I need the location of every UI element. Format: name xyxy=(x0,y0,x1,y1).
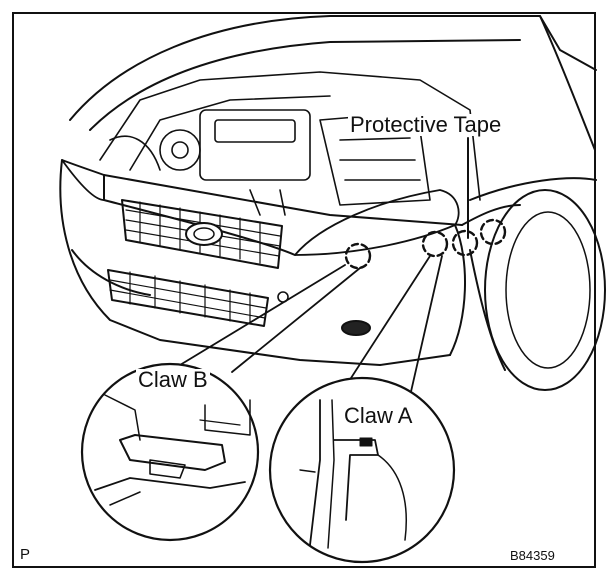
front-bumper xyxy=(59,159,466,366)
protective-tape-marker-2 xyxy=(479,218,507,246)
detail-leader-lines xyxy=(179,255,443,397)
lower-grille xyxy=(107,269,289,327)
protective-tape-label: Protective Tape xyxy=(348,112,504,137)
claw-a-label: Claw A xyxy=(342,403,415,428)
front-wheel xyxy=(461,177,606,391)
upper-grille xyxy=(121,199,283,269)
fog-lamp xyxy=(341,320,371,336)
claw-a-location-marker xyxy=(421,230,449,258)
claw-b-location-marker xyxy=(344,242,372,270)
claw-b-detail xyxy=(80,362,260,542)
protective-tape-marker-1 xyxy=(451,229,479,257)
bumper-upper-edge xyxy=(103,174,463,226)
headlamps xyxy=(61,159,460,256)
claw-location-markers xyxy=(344,218,507,270)
hood xyxy=(69,15,597,151)
engine-bay xyxy=(99,71,481,216)
corner-code-label: P xyxy=(20,546,31,563)
claw-b-label: Claw B xyxy=(136,367,210,392)
figure-reference-number: B84359 xyxy=(510,548,555,563)
